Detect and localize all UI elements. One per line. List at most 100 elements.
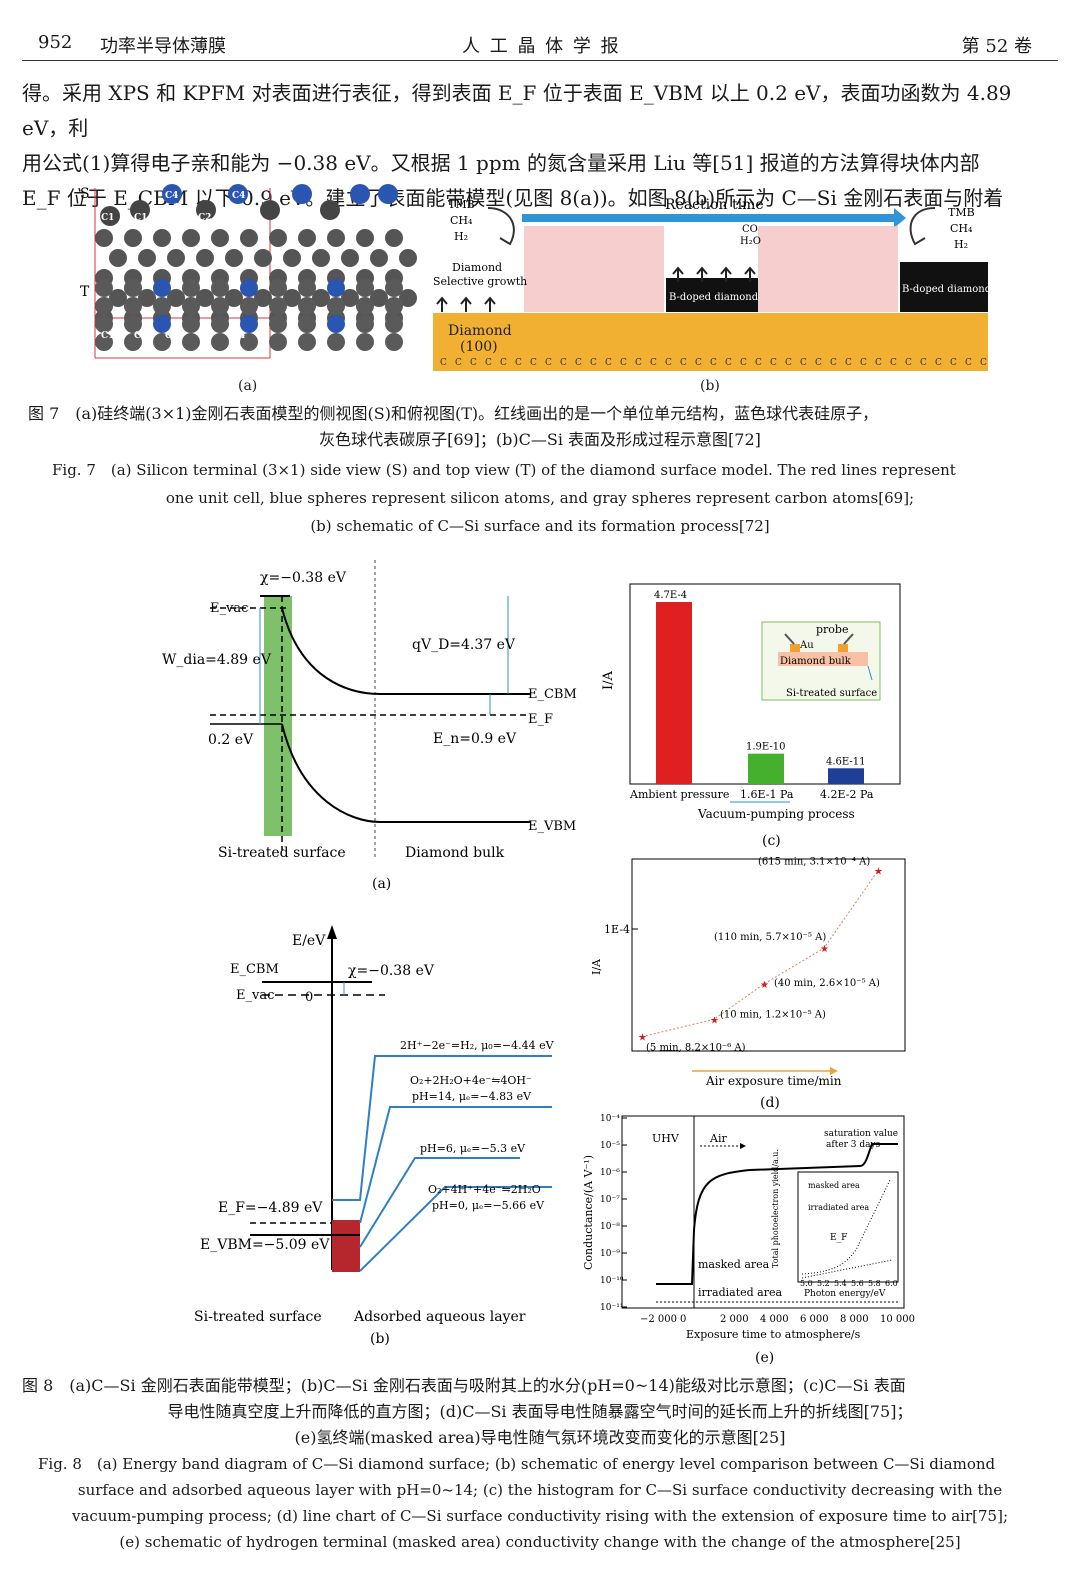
c-atom bbox=[182, 333, 200, 351]
c-atom-label: C bbox=[860, 358, 867, 368]
co-label: CO bbox=[742, 224, 758, 235]
c-atom bbox=[211, 279, 229, 297]
ytick-d: 1E-4 bbox=[604, 923, 630, 936]
journal-name: 人 工 晶 体 学 报 bbox=[462, 36, 621, 57]
c-atom bbox=[153, 333, 171, 351]
c-atom-label: C bbox=[545, 358, 552, 368]
fig8b-sub: (b) bbox=[370, 1331, 390, 1345]
ef-label-b: E_F=−4.89 eV bbox=[218, 1200, 323, 1216]
ecbm-label: E_CBM bbox=[528, 687, 577, 702]
body-line: E_F 位于 E_CBM 以下 0.9 eV。建立了表面能带模型(见图 8(a)… bbox=[22, 186, 1004, 210]
bdoped-block-2 bbox=[900, 262, 988, 312]
c-atom bbox=[327, 229, 345, 247]
bar-data-label: 4.7E-4 bbox=[654, 590, 687, 601]
c-atom-label: C bbox=[440, 358, 447, 368]
xtick-label: 10 000 bbox=[880, 1314, 915, 1325]
c-atom-label: C bbox=[710, 358, 717, 368]
c-atom bbox=[327, 297, 345, 315]
fig7-caption-en-2: one unit cell, blue spheres represent si… bbox=[165, 489, 915, 507]
selective-1: Diamond bbox=[452, 261, 502, 274]
up-arrow bbox=[484, 296, 496, 312]
chi-label-b: χ=−0.38 eV bbox=[348, 963, 435, 979]
bar-category-label: 4.2E-2 Pa bbox=[820, 788, 874, 801]
c-atom-label: C bbox=[470, 358, 477, 368]
c-atom bbox=[167, 289, 185, 307]
data-label: (5 min, 8.2×10⁻⁶ A) bbox=[646, 1043, 746, 1054]
substrate-label: Diamond bbox=[448, 323, 512, 339]
level-ph0 bbox=[359, 1186, 552, 1272]
flow-arrow-left bbox=[487, 207, 515, 246]
c-atom-label: C bbox=[485, 358, 492, 368]
c-atom bbox=[341, 249, 359, 267]
ytick-label: 10⁻⁸ bbox=[600, 1222, 620, 1232]
up-arrow bbox=[436, 296, 448, 312]
bdoped-block-1 bbox=[666, 278, 758, 312]
c-atom bbox=[298, 229, 316, 247]
reaction-ph0: pH=0, μₑ=−5.66 eV bbox=[432, 1199, 545, 1212]
inset-xtick: 5.4 bbox=[834, 1279, 847, 1288]
data-point: ★ bbox=[820, 944, 829, 955]
fig8b-energy-levels: E/eV E_CBM E_vac 0 χ=−0.38 eV E_F=−4.89 … bbox=[194, 925, 555, 1345]
c-atom-label: C bbox=[965, 358, 972, 368]
c-atom-label: C bbox=[875, 358, 882, 368]
gas-h2: H₂ bbox=[454, 230, 468, 243]
c-atom bbox=[109, 249, 127, 267]
c-atom bbox=[240, 229, 258, 247]
reaction-h2: 2H⁺−2e⁻=H₂, μ₀=−4.44 eV bbox=[400, 1039, 555, 1052]
sio-layer-2 bbox=[758, 226, 898, 312]
evac-label-b: E_vac bbox=[236, 988, 274, 1003]
c-atom bbox=[385, 229, 403, 247]
si-atom bbox=[327, 315, 345, 333]
volume: 第 52 卷 bbox=[961, 36, 1032, 57]
c-atom bbox=[211, 333, 229, 351]
up-arrow bbox=[460, 296, 472, 312]
si-treated-layer bbox=[264, 596, 292, 836]
c-atom bbox=[124, 333, 142, 351]
c-atom bbox=[225, 289, 243, 307]
fig8-caption-en-3: vacuum-pumping process; (d) line chart o… bbox=[72, 1507, 1008, 1525]
c-atom bbox=[196, 289, 214, 307]
data-point: ★ bbox=[874, 867, 883, 878]
level-ph14 bbox=[359, 1106, 552, 1224]
inset-au: Au bbox=[799, 640, 814, 651]
si-atom bbox=[240, 279, 258, 297]
bar bbox=[828, 768, 864, 784]
c-atom-label: C bbox=[815, 358, 822, 368]
evbm-label: E_VBM bbox=[528, 819, 576, 834]
body-paragraph: 得。采用 XPS 和 KPFM 对表面进行表征，得到表面 E_F 位于表面 E_… bbox=[22, 76, 1058, 216]
ylabel-e: Conductance/(A V⁻¹) bbox=[582, 1155, 595, 1270]
c-atom bbox=[320, 200, 340, 220]
bar-category-label: 1.6E-1 Pa bbox=[740, 788, 794, 801]
c-atom-label: C bbox=[530, 358, 537, 368]
c-atom bbox=[356, 229, 374, 247]
up-arrow bbox=[720, 266, 732, 282]
si-atom bbox=[378, 184, 398, 204]
atom-label: C2 bbox=[198, 213, 211, 223]
atom-label: C4 bbox=[232, 191, 245, 201]
fig8e-conductance: Conductance/(A V⁻¹) 10⁻⁴10⁻⁵10⁻⁶10⁻⁷10⁻⁸… bbox=[582, 1114, 915, 1366]
series-line bbox=[641, 870, 879, 1038]
bar bbox=[748, 753, 784, 784]
reaction-oh: O₂+2H₂O+4e⁻⇋4OH⁻ bbox=[410, 1074, 532, 1087]
evbm-curve bbox=[281, 723, 530, 823]
c-atom-label: C bbox=[920, 358, 927, 368]
up-arrow bbox=[672, 266, 684, 282]
inset-xtick: 5.0 bbox=[800, 1279, 813, 1288]
fig7b-label: (b) bbox=[700, 378, 720, 394]
data-point: ★ bbox=[710, 1015, 719, 1026]
c-atom bbox=[95, 229, 113, 247]
saturation-1: saturation value bbox=[824, 1129, 898, 1139]
c-atom-label: C bbox=[650, 358, 657, 368]
c-atom bbox=[298, 333, 316, 351]
label-S: S bbox=[80, 186, 90, 202]
si-atom bbox=[292, 184, 312, 204]
c-atom bbox=[124, 297, 142, 315]
atom-label: C1 bbox=[134, 213, 147, 223]
xtick-label: 0 bbox=[680, 1314, 686, 1325]
page-number: 952 bbox=[38, 32, 73, 53]
c-atom-label: C bbox=[590, 358, 597, 368]
flow-arrow-right bbox=[909, 207, 936, 246]
gas-tmb-r: TMB bbox=[948, 206, 975, 219]
